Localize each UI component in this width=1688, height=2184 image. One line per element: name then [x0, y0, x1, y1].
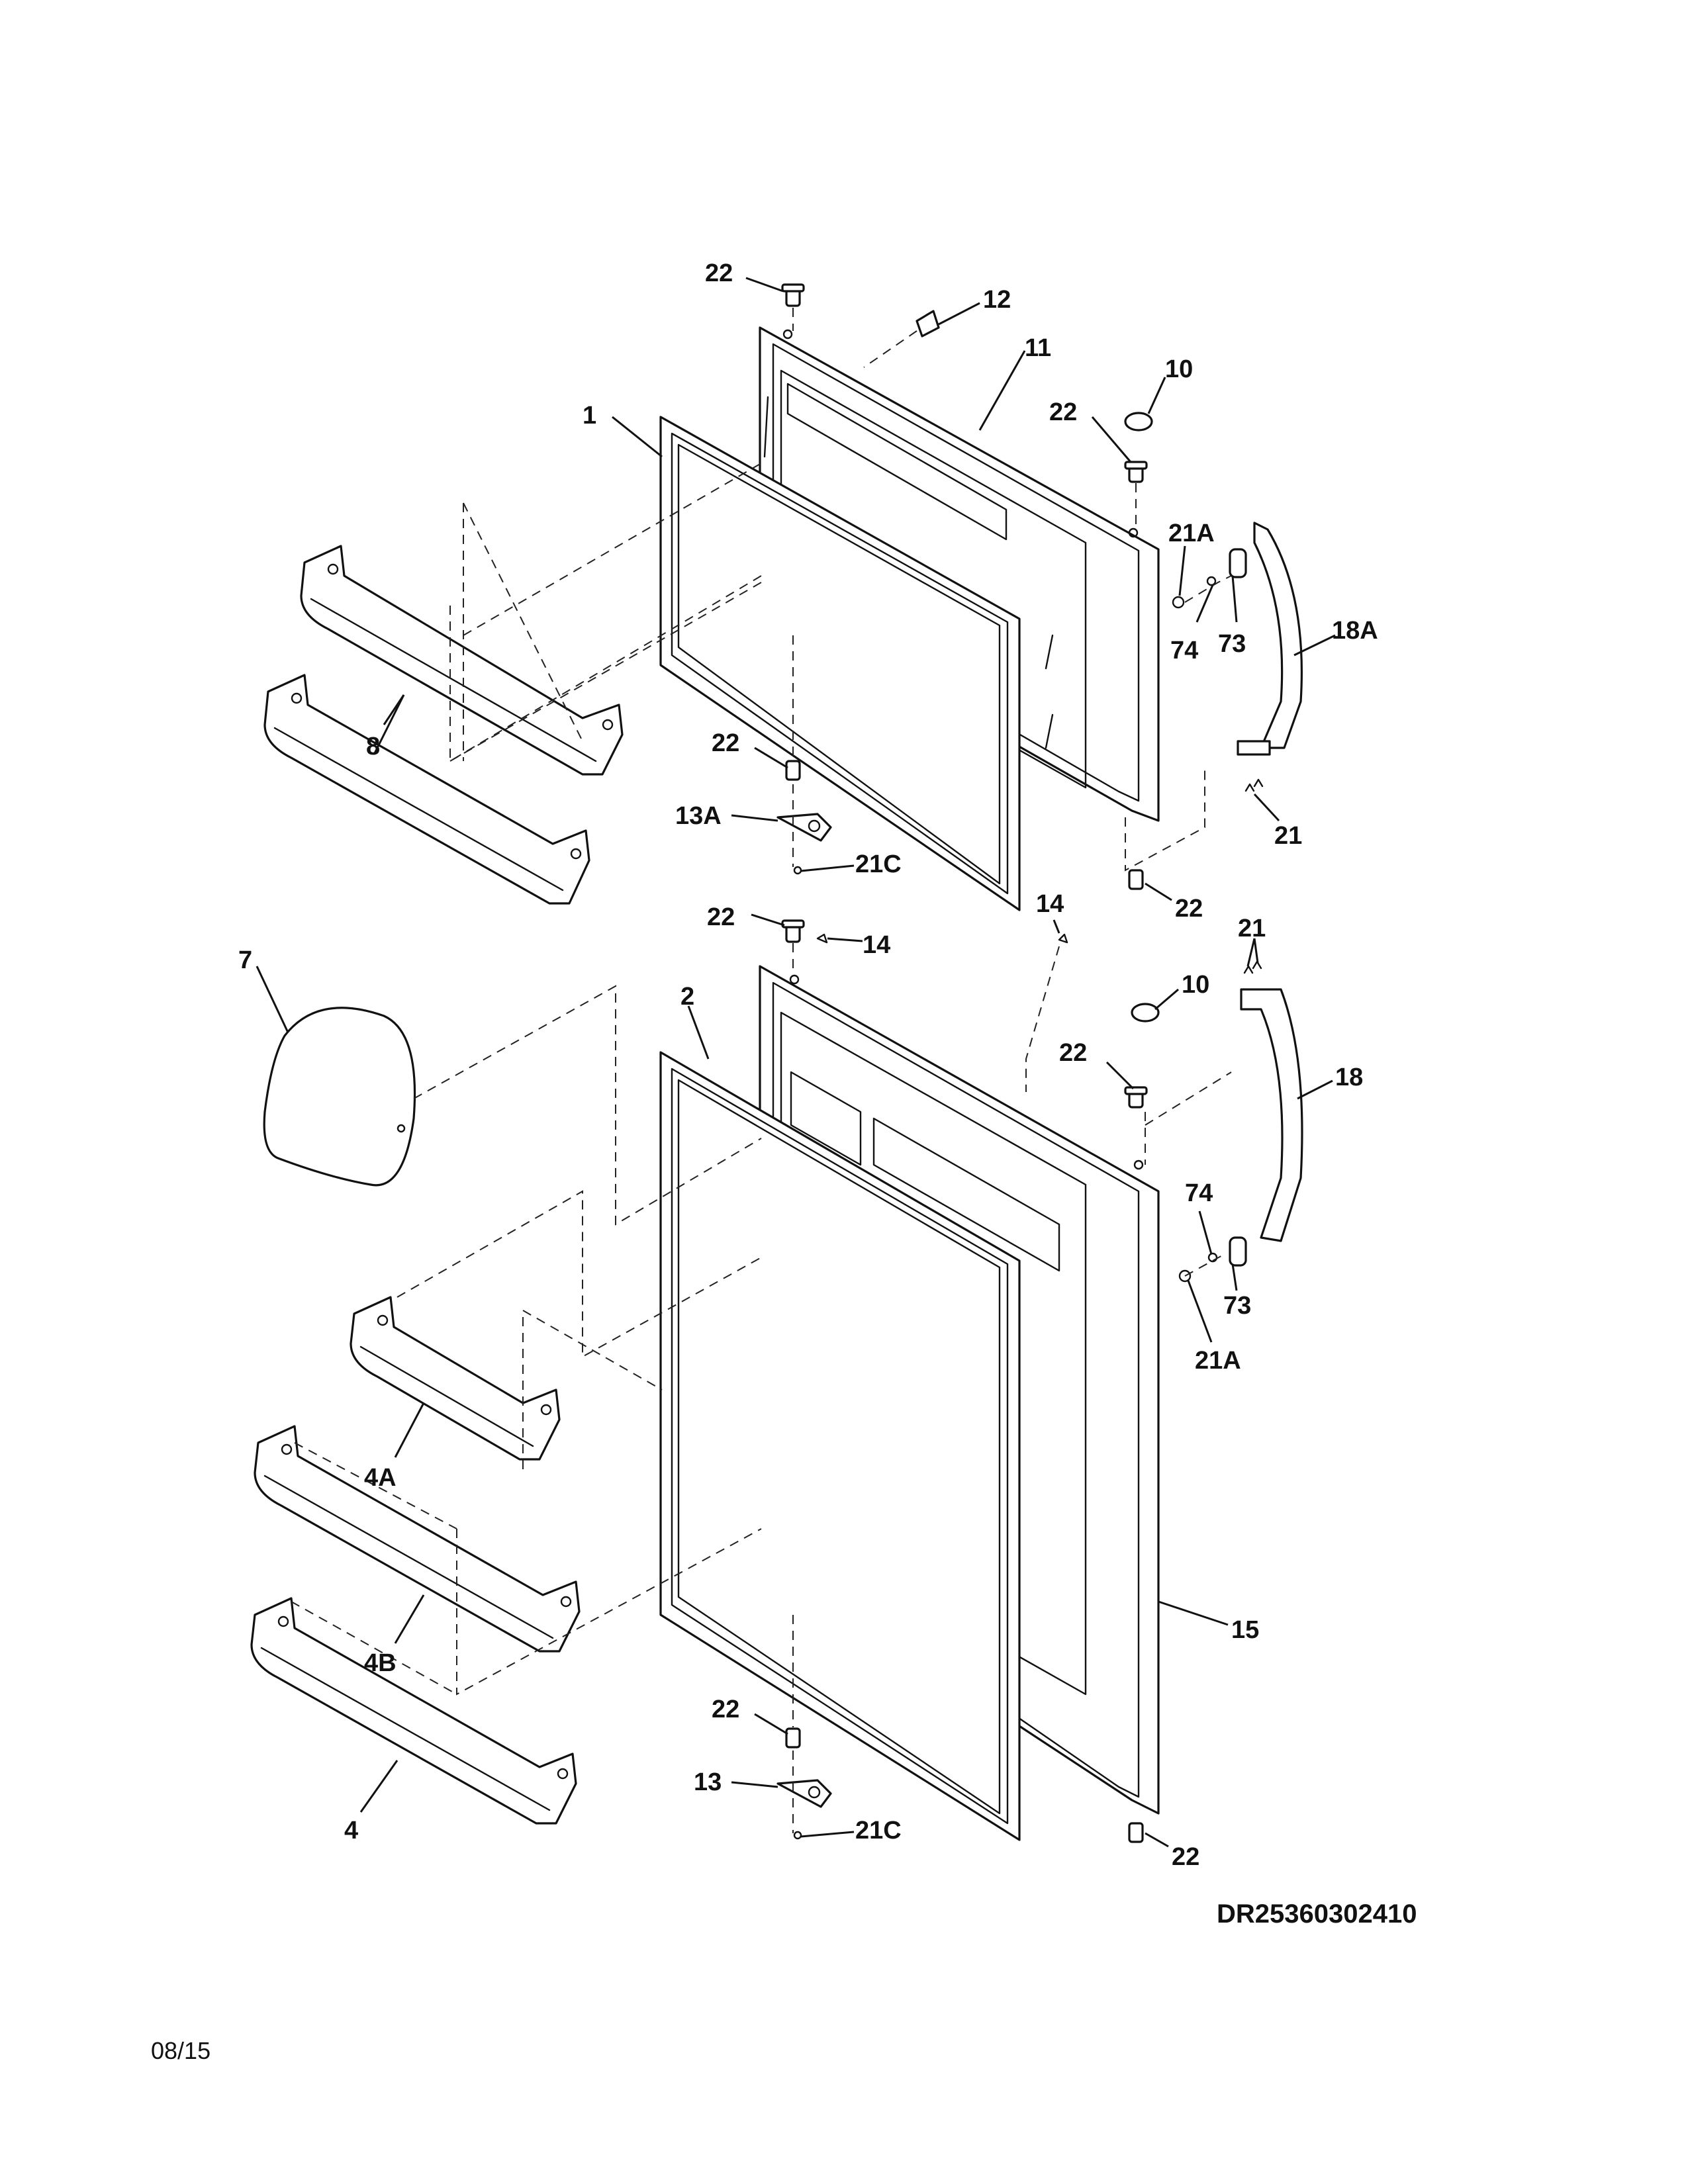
fresh-food-handle-18 [1229, 988, 1303, 1267]
shelf-4 [250, 1597, 577, 1825]
callout-73-top: 73 [1218, 630, 1246, 658]
hinge-pin-22-top [781, 283, 805, 307]
plug-10-lower [1131, 1003, 1160, 1023]
hinge-pin-22-lower-right [1124, 1086, 1148, 1109]
callout-21C-bottom: 21C [855, 1817, 902, 1844]
callout-4A: 4A [364, 1464, 397, 1492]
callout-14-left: 14 [863, 931, 890, 959]
callout-21-top: 21 [1274, 822, 1302, 850]
callout-7: 7 [238, 946, 252, 974]
hinge-pin-22-mid-left [785, 760, 801, 781]
screws-21-top [1244, 778, 1264, 792]
callout-22-bottom-right: 22 [1172, 1843, 1199, 1871]
screw-14-right [1058, 933, 1068, 944]
shelf-4B [254, 1425, 581, 1653]
callout-21A-top: 21A [1168, 520, 1215, 547]
screw-21C-bottom [793, 1831, 802, 1840]
hinge-pin-22-mid-right [1128, 869, 1144, 890]
callout-74-top: 74 [1170, 637, 1198, 664]
callout-22-lower-top: 22 [707, 903, 735, 931]
callout-4B: 4B [364, 1649, 397, 1677]
screws-21-lower [1243, 960, 1262, 974]
drawing-code: DR25360302410 [1217, 1899, 1417, 1929]
hinge-pin-22-bottom-left [785, 1727, 801, 1749]
screw-21C-top [793, 866, 802, 875]
screw-14-left [816, 933, 828, 944]
freezer-door-gasket-1 [659, 416, 1021, 911]
hinge-pin-22-bottom-right [1128, 1822, 1144, 1843]
callout-22-mid-right: 22 [1175, 895, 1203, 923]
callout-12: 12 [983, 286, 1011, 314]
callout-2: 2 [680, 983, 694, 1011]
fresh-food-door-gasket-2 [659, 1051, 1021, 1841]
freezer-shelf-lower [263, 674, 590, 905]
callout-8: 8 [366, 733, 380, 760]
screw-21A-lower [1178, 1269, 1192, 1283]
callout-10-top: 10 [1165, 355, 1193, 383]
callout-73-lower: 73 [1223, 1292, 1251, 1320]
callout-74-lower: 74 [1185, 1179, 1213, 1207]
screw-74-lower [1207, 1252, 1218, 1263]
callout-15: 15 [1231, 1616, 1259, 1644]
callout-22-hinge-top: 22 [1049, 398, 1077, 426]
callout-1: 1 [583, 402, 596, 430]
screw-74-top [1206, 576, 1217, 586]
callout-13: 13 [694, 1768, 722, 1796]
callout-22-bottom-left: 22 [712, 1696, 739, 1723]
callout-21A-lower: 21A [1195, 1347, 1241, 1375]
screw-21A-top [1172, 596, 1185, 609]
callout-14-right: 14 [1036, 890, 1064, 918]
callout-22-lower-hinge: 22 [1059, 1039, 1087, 1067]
label-12 [915, 310, 940, 338]
callout-10-lower: 10 [1182, 971, 1209, 999]
callout-18: 18 [1335, 1064, 1363, 1091]
callout-labels: 22 12 11 10 22 1 21A 74 73 18A 8 22 13A … [238, 259, 1378, 1871]
hinge-13 [776, 1779, 832, 1808]
freezer-handle-18A [1229, 522, 1303, 756]
assembly-lines [291, 308, 1232, 1833]
revision-date: 08/15 [151, 2037, 211, 2064]
freezer-shelf-upper [300, 545, 624, 776]
callout-21C-top: 21C [855, 850, 902, 878]
dairy-door-7 [263, 1007, 416, 1187]
hinge-pin-22-lower-top [781, 919, 805, 943]
hinge-pin-22-upper-right [1124, 461, 1148, 483]
callout-4: 4 [344, 1817, 358, 1844]
callout-22-top: 22 [705, 259, 733, 287]
callout-13A: 13A [675, 802, 722, 830]
callout-22-mid-left: 22 [712, 729, 739, 757]
leader-lines [256, 277, 1336, 1848]
callout-11: 11 [1025, 334, 1051, 362]
callout-18A: 18A [1332, 617, 1378, 645]
hinge-13A [776, 813, 832, 842]
plug-10-upper [1124, 412, 1153, 432]
callout-21-lower: 21 [1238, 915, 1266, 942]
shelf-4A [350, 1296, 561, 1461]
